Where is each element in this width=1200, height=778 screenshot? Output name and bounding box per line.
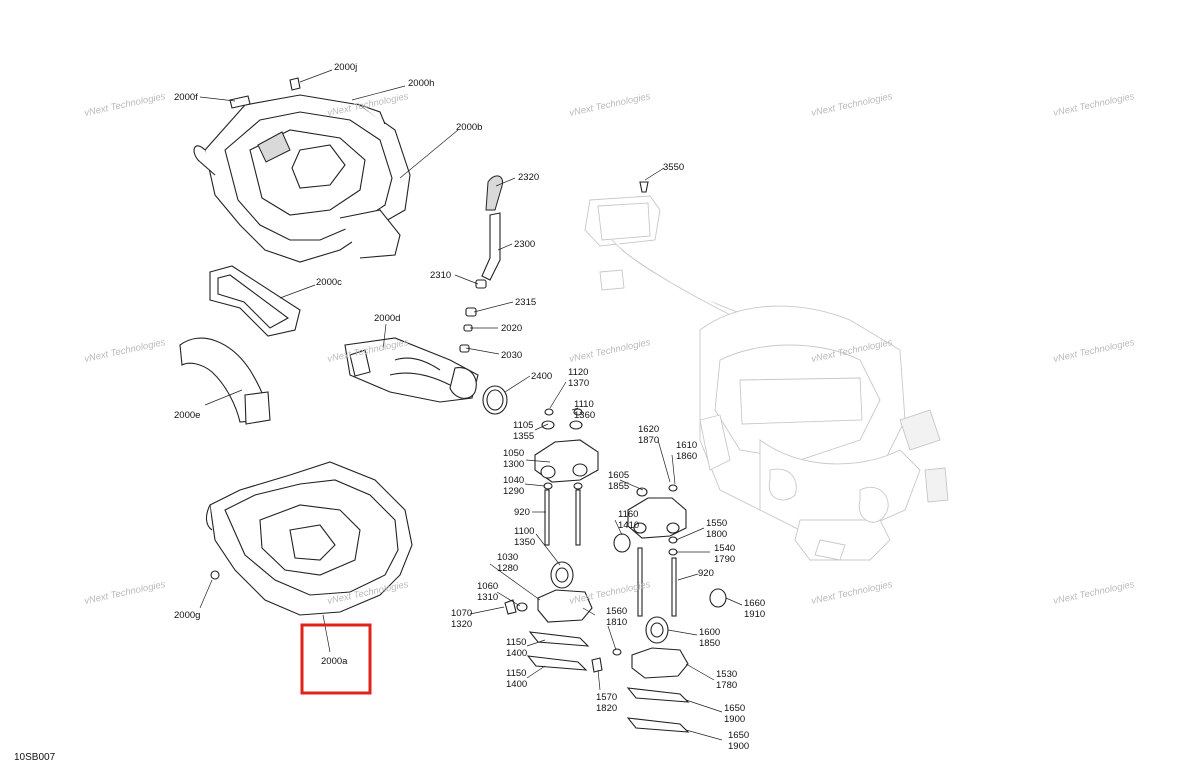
callout-label-1060-alt: 1310: [477, 592, 498, 603]
callout-label-1620-alt: 1870: [638, 435, 659, 446]
callout-label-1650a: 1650: [724, 703, 745, 714]
callout-label-1160-alt: 1410: [618, 520, 639, 531]
callout-label-2000j: 2000j: [334, 62, 357, 73]
bolt-2000g: [210, 570, 220, 580]
callout-label-1110-alt: 1360: [574, 410, 595, 421]
callout-label-1550: 1550: [706, 518, 727, 529]
callout-label-2000g: 2000g: [174, 610, 200, 621]
callout-label-1550-alt: 1800: [706, 529, 727, 540]
watermark: vNext Technologies: [810, 579, 893, 607]
callout-label-1120: 1120: [568, 367, 588, 378]
callout-label-2400: 2400: [531, 371, 552, 382]
callout-label-1650b: 1650: [728, 730, 749, 741]
hose-clamp-inner: [486, 389, 504, 411]
callout-label-1050: 1050: [503, 448, 524, 459]
watermark: vNext Technologies: [568, 91, 651, 119]
callout-label-1150b: 1150: [506, 668, 526, 679]
callout-label-1105: 1105: [513, 420, 533, 431]
callout-labels: 2000j 2000h 2000f 2000b 2000c 2000d 2000e 2000g…: [174, 62, 765, 752]
callout-label-1650a-alt: 1900: [724, 714, 745, 725]
screw-3550: [639, 181, 649, 193]
callout-label-1650b-alt: 1900: [728, 741, 749, 752]
watermark: vNext Technologies: [83, 579, 166, 607]
breather-hose: [459, 175, 504, 353]
callout-label-1100-alt: 1350: [514, 537, 535, 548]
air-duct: [209, 265, 301, 337]
callout-label-2000h: 2000h: [408, 78, 434, 89]
callout-label-2030: 2030: [501, 350, 522, 361]
watermark: vNext Technologies: [83, 91, 166, 119]
callout-label-1620: 1620: [638, 424, 659, 435]
callout-label-1570-alt: 1820: [596, 703, 617, 714]
callout-label-1070-alt: 1320: [451, 619, 472, 630]
callout-label-2315: 2315: [515, 297, 536, 308]
callout-label-2000a: 2000a: [321, 656, 348, 667]
callout-label-1110: 1110: [574, 399, 594, 410]
callout-label-1605: 1605: [608, 470, 629, 481]
callout-label-2310: 2310: [430, 270, 451, 281]
watermark: vNext Technologies: [1052, 91, 1135, 119]
callout-label-1150a-alt: 1400: [506, 648, 527, 659]
engine-assembly-background: [584, 195, 949, 561]
watermark: vNext Technologies: [1052, 579, 1135, 607]
callout-label-1100: 1100: [514, 526, 534, 537]
callout-label-1660-alt: 1910: [744, 609, 765, 620]
callout-label-1040: 1040: [503, 475, 524, 486]
callout-label-2000e: 2000e: [174, 410, 200, 421]
callout-label-3550: 3550: [663, 162, 684, 173]
callout-label-2000d: 2000d: [374, 313, 400, 324]
callout-label-1105-alt: 1355: [513, 431, 534, 442]
callout-label-1120-alt: 1370: [568, 378, 589, 389]
callout-label-1610: 1610: [676, 440, 697, 451]
callout-label-1530-alt: 1780: [716, 680, 737, 691]
callout-label-1560-alt: 1810: [606, 617, 627, 628]
callout-label-2000f: 2000f: [174, 92, 198, 103]
callout-label-1540-alt: 1790: [714, 554, 735, 565]
callout-label-1540: 1540: [714, 543, 735, 554]
callout-label-2020: 2020: [501, 323, 522, 334]
callout-label-1030-alt: 1280: [497, 563, 518, 574]
callout-label-2000c: 2000c: [316, 277, 342, 288]
right-engine-mount: [626, 484, 727, 733]
figure-code: 10SB007: [14, 752, 56, 763]
callout-label-920b: 920: [698, 568, 714, 579]
callout-label-1660: 1660: [744, 598, 765, 609]
callout-label-2300: 2300: [514, 239, 535, 250]
callout-label-1570: 1570: [596, 692, 617, 703]
callout-label-1600-alt: 1850: [699, 638, 720, 649]
callout-label-1150a: 1150: [506, 637, 526, 648]
watermark: vNext Technologies: [568, 337, 651, 365]
callout-label-1605-alt: 1855: [608, 481, 629, 492]
callout-label-1050-alt: 1300: [503, 459, 524, 470]
engine-oil-pan: [205, 461, 413, 616]
callout-label-2000b: 2000b: [456, 122, 482, 133]
watermark: vNext Technologies: [1052, 337, 1135, 365]
watermark: vNext Technologies: [810, 91, 893, 119]
callout-label-1060: 1060: [477, 581, 498, 592]
callout-label-1600: 1600: [699, 627, 720, 638]
callout-label-1610-alt: 1860: [676, 451, 697, 462]
rubber-boot: [179, 337, 271, 425]
left-engine-mount: [504, 408, 631, 673]
callout-label-1530: 1530: [716, 669, 737, 680]
callout-label-920a: 920: [514, 507, 530, 518]
callout-label-1560: 1560: [606, 606, 627, 617]
watermark: vNext Technologies: [83, 337, 166, 365]
callout-label-1030: 1030: [497, 552, 518, 563]
callout-label-1070: 1070: [451, 608, 472, 619]
callout-label-1040-alt: 1290: [503, 486, 524, 497]
callout-label-2320: 2320: [518, 172, 539, 183]
highlight-box: [300, 623, 372, 695]
callout-label-1150b-alt: 1400: [506, 679, 527, 690]
callout-label-1160: 1160: [618, 509, 638, 520]
throttle-body-boot: [344, 337, 479, 403]
intake-manifold: [193, 77, 411, 263]
leader-lines: [199, 69, 743, 741]
